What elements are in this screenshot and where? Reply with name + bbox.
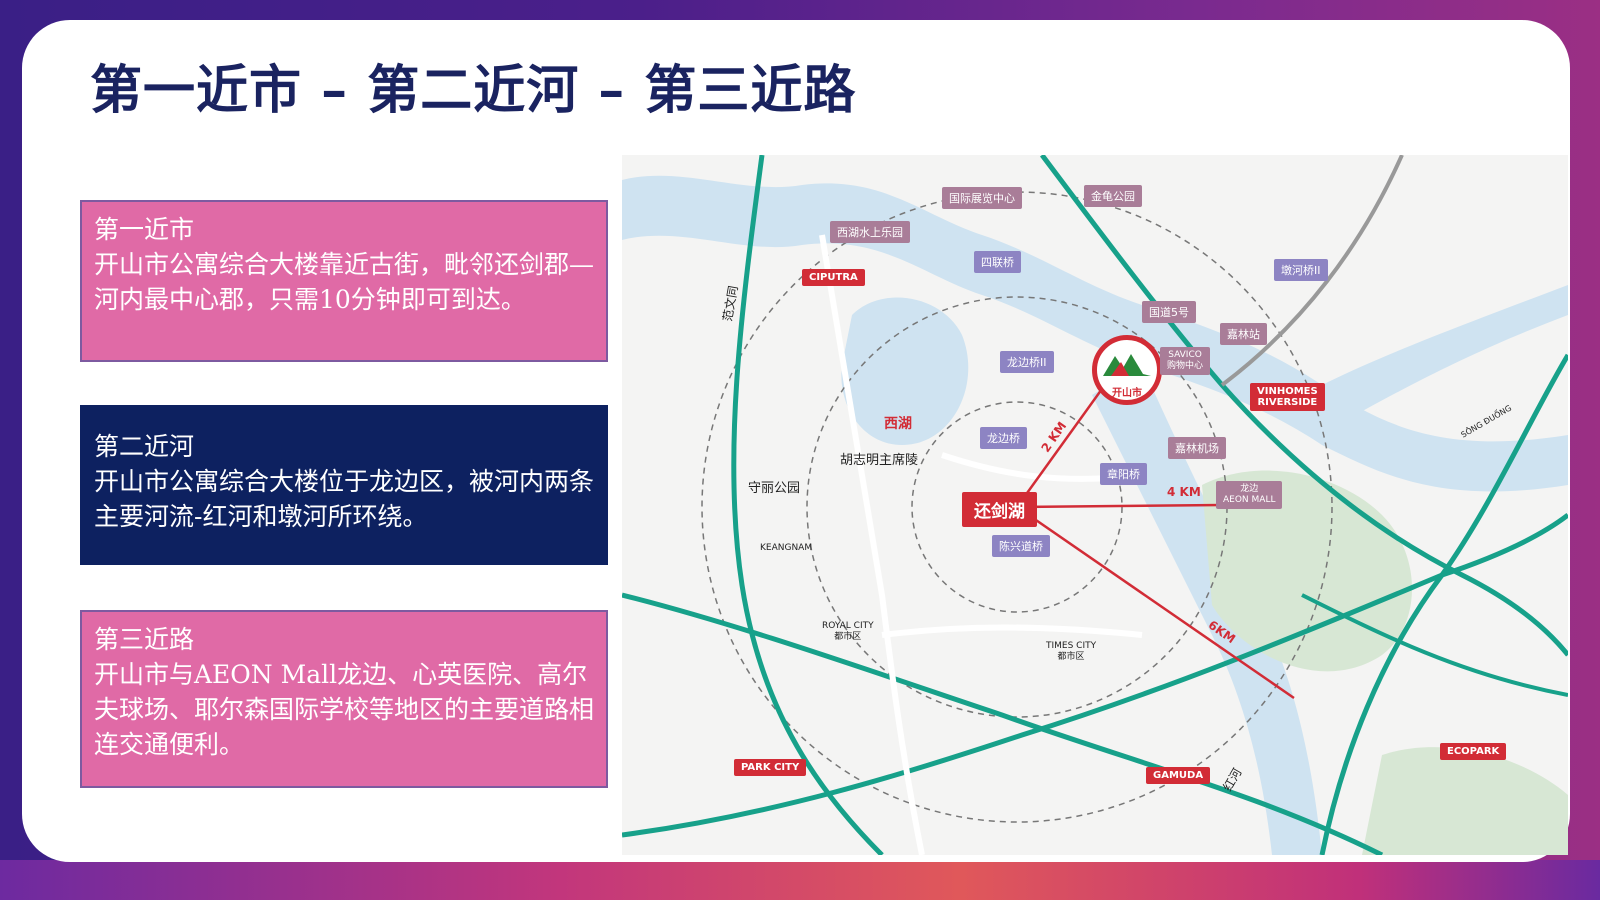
- map-graphics: [622, 155, 1568, 855]
- tag-dunhe-bridge-2: 墩河桥II: [1274, 259, 1328, 281]
- highway-5: [1301, 593, 1568, 697]
- line-6km: [1016, 505, 1295, 700]
- label-west-lake: 西湖: [884, 416, 912, 432]
- highway-north: [1220, 155, 1404, 387]
- distance-4km: 4 KM: [1167, 485, 1201, 499]
- location-map: 开山市 还剑湖 2 KM 4 KM 6KM 国际展览中心 金龟公园 西湖水上乐园…: [622, 155, 1568, 855]
- highway-east: [1319, 353, 1568, 855]
- feature-box-road-title: 第三近路: [94, 625, 195, 654]
- red-river-north: [622, 175, 1568, 492]
- tag-gamuda: GAMUDA: [1146, 767, 1211, 784]
- green-area-ecopark: [1362, 747, 1568, 855]
- tag-ecopark: ECOPARK: [1440, 743, 1507, 760]
- tag-silian-bridge: 四联桥: [974, 251, 1021, 273]
- tag-jialin-airport: 嘉林机场: [1168, 437, 1226, 459]
- ring-road-east: [622, 513, 1568, 838]
- feature-box-river-title: 第二近河: [94, 432, 195, 461]
- ring-road-west: [731, 155, 884, 855]
- feature-box-road: 第三近路 开山市与AEON Mall龙边、心英医院、高尔夫球场、耶尔森国际学校等…: [80, 610, 608, 788]
- tag-vinhomes-riverside: VINHOMES RIVERSIDE: [1250, 383, 1325, 411]
- tag-road-5: 国道5号: [1142, 301, 1196, 323]
- tag-expo-center: 国际展览中心: [942, 187, 1022, 209]
- tag-ciputra: CIPUTRA: [802, 269, 865, 286]
- tag-jialin-station: 嘉林站: [1220, 323, 1267, 345]
- minor-road-1: [819, 234, 925, 855]
- label-times-city: TIMES CITY 都市区: [1046, 641, 1097, 662]
- tag-zhangyang-bridge: 章阳桥: [1100, 463, 1147, 485]
- tag-park-city: PARK CITY: [734, 759, 807, 776]
- khai-son-logo: 开山市: [1092, 335, 1162, 405]
- page-title: 第一近市 – 第二近河 – 第三近路: [90, 60, 857, 121]
- duong-river: [1322, 285, 1568, 425]
- feature-box-city-body: 开山市公寓综合大楼靠近古街，毗邻还剑郡—河内最中心郡，只需10分钟即可到达。: [94, 250, 595, 314]
- hoan-kiem-lake-label: 还剑湖: [962, 492, 1037, 527]
- ring-road-south: [622, 592, 1384, 855]
- tag-golden-turtle-park: 金龟公园: [1084, 185, 1142, 207]
- logo-label: 开山市: [1112, 388, 1142, 399]
- label-keangnam: KEANGNAM: [760, 543, 813, 553]
- label-shouli-park: 守丽公园: [748, 481, 801, 496]
- feature-box-city: 第一近市 开山市公寓综合大楼靠近古街，毗邻还剑郡—河内最中心郡，只需10分钟即可…: [80, 200, 608, 362]
- label-ho-chi-minh-mausoleum: 胡志明主席陵: [840, 453, 919, 468]
- feature-box-city-title: 第一近市: [94, 215, 195, 244]
- west-lake: [841, 297, 969, 445]
- feature-box-road-body: 开山市与AEON Mall龙边、心英医院、高尔夫球场、耶尔森国际学校等地区的主要…: [94, 660, 595, 759]
- ring-6km: [701, 191, 1333, 823]
- red-river-south: [1092, 365, 1322, 855]
- mountain-logo-icon: [1103, 354, 1151, 376]
- tag-longbian-bridge: 龙边桥: [980, 427, 1027, 449]
- tag-savico-mall: SAVICO 购物中心: [1160, 347, 1211, 375]
- feature-box-river: 第二近河 开山市公寓综合大楼位于龙边区，被河内两条主要河流-红河和墩河所环绕。: [80, 405, 608, 565]
- tag-westlake-water-park: 西湖水上乐园: [830, 221, 910, 243]
- feature-box-river-body: 开山市公寓综合大楼位于龙边区，被河内两条主要河流-红河和墩河所环绕。: [94, 467, 595, 531]
- tag-chenxingdao-bridge: 陈兴道桥: [992, 535, 1050, 557]
- minor-road-3: [881, 624, 1143, 638]
- bottom-gradient-strip: [0, 860, 1600, 900]
- line-4km: [1016, 503, 1223, 509]
- tag-aeon-mall: 龙边 AEON MALL: [1216, 481, 1283, 509]
- line-2km: [1015, 374, 1114, 508]
- tag-longbian-bridge-2: 龙边桥II: [1000, 351, 1054, 373]
- label-royal-city: ROYAL CITY 都市区: [822, 621, 874, 642]
- ring-road-north: [1040, 155, 1568, 657]
